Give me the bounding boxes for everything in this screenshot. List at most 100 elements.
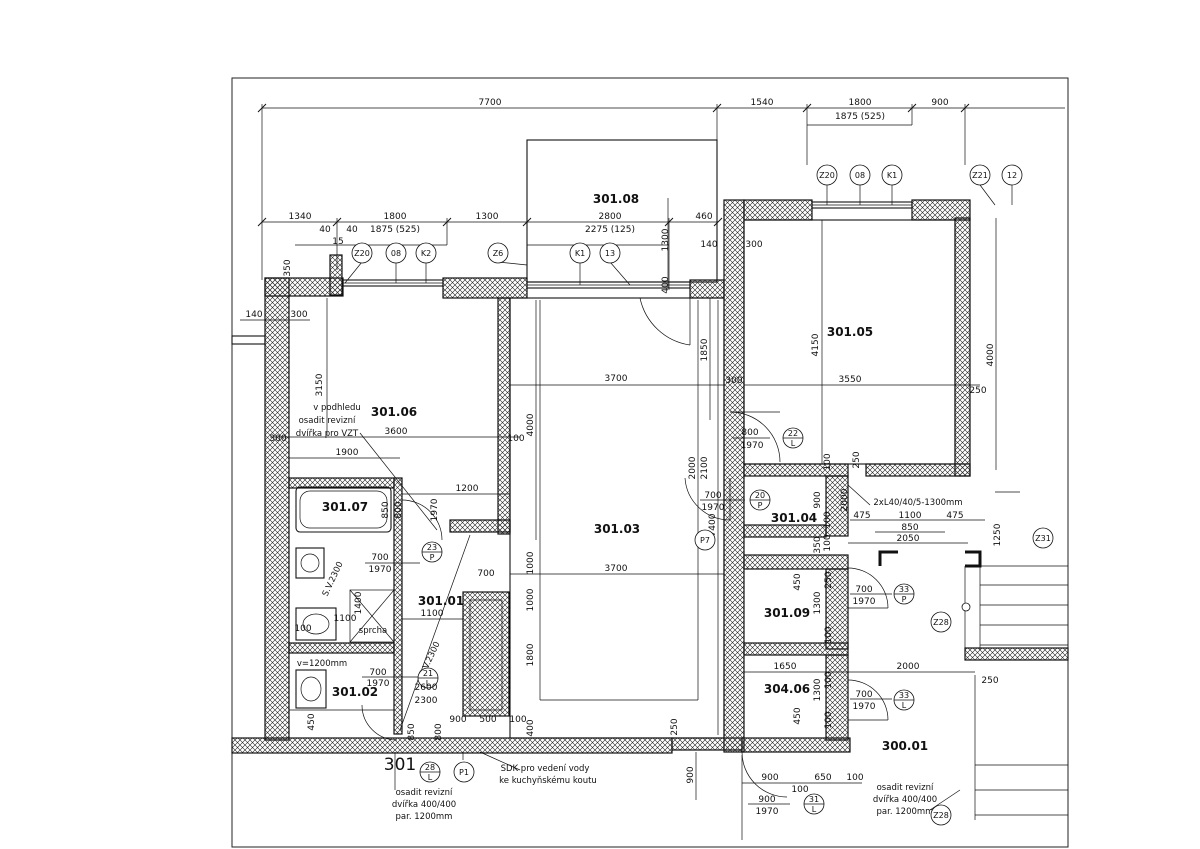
dim-700-d: 700 — [855, 585, 872, 595]
svg-text:P: P — [430, 553, 435, 562]
dim-300-d: 300 — [269, 434, 286, 444]
note-rev1-a: osadit revizní — [396, 788, 453, 798]
svg-text:Z28: Z28 — [933, 618, 949, 627]
dim-2000-b: 2000 — [840, 488, 850, 511]
dim-475-b: 475 — [946, 511, 963, 521]
facade-tags-top — [344, 184, 1013, 286]
dim-2800: 2800 — [599, 212, 622, 222]
svg-text:P1: P1 — [459, 768, 469, 777]
svg-text:Z31: Z31 — [1035, 534, 1051, 543]
toilet-302 — [295, 669, 327, 709]
dim-250-c: 250 — [824, 571, 834, 588]
dim-700-e: 700 — [369, 668, 386, 678]
room-30406: 304.06 — [764, 682, 810, 696]
dim-100-h: 100 — [509, 715, 526, 725]
tag-23: 23P — [421, 541, 443, 563]
room-30103: 301.03 — [594, 522, 640, 536]
tag-k1-balcony: K1 — [569, 242, 591, 264]
svg-text:20: 20 — [755, 491, 765, 500]
svg-text:L: L — [791, 439, 796, 448]
dim-900-f: 900 — [758, 795, 775, 805]
svg-text:L: L — [902, 701, 907, 710]
note-profile: 2xL40/40/5-1300mm — [873, 498, 962, 508]
dim-100-d: 100 — [824, 626, 834, 643]
dim-1970-e: 1970 — [853, 597, 876, 607]
tag-z31: Z31 — [1032, 527, 1054, 549]
svg-text:12: 12 — [1007, 171, 1017, 180]
tag-12: 12 — [1001, 164, 1023, 186]
dim-1970-f: 1970 — [367, 679, 390, 689]
dim-100-g: 100 — [824, 711, 834, 728]
dim-1100-b: 1100 — [334, 614, 357, 624]
dim-900-d: 900 — [761, 773, 778, 783]
svg-text:Z21: Z21 — [972, 171, 988, 180]
tag-08-top: 08 — [849, 164, 871, 186]
walls — [231, 199, 971, 754]
dim-1875-b: 1875 (525) — [370, 225, 420, 235]
note-rev1-c: par. 1200mm — [396, 812, 453, 822]
dim-100-a: 100 — [507, 434, 524, 444]
dim-250-b: 250 — [852, 451, 862, 468]
dim-15: 15 — [332, 237, 343, 247]
tag-21: 21L — [417, 667, 439, 689]
dim-7700: 7700 — [479, 98, 502, 108]
dim-1875: 1875 (525) — [835, 112, 885, 122]
dim-400-a: 400 — [526, 719, 536, 736]
toilet-307 — [295, 607, 337, 641]
dim-475-a: 475 — [853, 511, 870, 521]
dim-1850: 1850 — [700, 338, 710, 361]
dim-1000-b: 1000 — [526, 588, 536, 611]
dim-1540: 1540 — [751, 98, 774, 108]
dim-450-a: 450 — [793, 573, 803, 590]
dim-1970-b: 1970 — [702, 503, 725, 513]
note-rev2-a: osadit revizní — [877, 783, 934, 793]
dim-700-b: 700 — [371, 553, 388, 563]
tag-z21: Z21 — [969, 164, 991, 186]
dim-7400: 7400 — [708, 513, 718, 536]
note-rev2-b: dvířka 400/400 — [873, 795, 937, 805]
dim-2000-c: 2000 — [897, 662, 920, 672]
svg-text:08: 08 — [391, 249, 401, 258]
room-30109: 301.09 — [764, 606, 810, 620]
svg-text:P7: P7 — [700, 536, 710, 545]
dim-140-a: 140 — [700, 240, 717, 250]
dim-850-a: 850 — [901, 523, 918, 533]
tag-k1-top: K1 — [881, 164, 903, 186]
dim-140-b: 140 — [245, 310, 262, 320]
balcony-outline — [526, 139, 718, 283]
dim-1800-c: 1800 — [526, 643, 536, 666]
svg-text:L: L — [812, 805, 817, 814]
dim-800-a: 800 — [741, 428, 758, 438]
dim-900-b: 900 — [813, 491, 823, 508]
tag-20: 20P — [749, 489, 771, 511]
dim-500: 500 — [479, 715, 496, 725]
dim-700-c: 700 — [477, 569, 494, 579]
note-v1200: v=1200mm — [297, 659, 347, 669]
dim-350: 350 — [283, 259, 293, 276]
svg-text:K2: K2 — [421, 249, 431, 258]
bathtub — [295, 486, 392, 533]
svg-text:Z6: Z6 — [493, 249, 504, 258]
room-301: 301 — [384, 755, 416, 775]
dim-2000-a: 2000 — [688, 456, 698, 479]
svg-text:K1: K1 — [887, 171, 897, 180]
note-podhled-2: osadit revizní — [299, 416, 356, 426]
tag-z6: Z6 — [487, 242, 509, 264]
svg-text:13: 13 — [605, 249, 615, 258]
dim-1250: 1250 — [993, 523, 1003, 546]
dim-100-f: 100 — [824, 671, 834, 688]
dim-4000-v: 4000 — [526, 413, 536, 436]
note-sdk-2: ke kuchyňskému koutu — [499, 775, 597, 786]
room-30107: 301.07 — [322, 500, 368, 514]
dim-100-c: 100 — [823, 511, 833, 528]
dim-900-c: 900 — [449, 715, 466, 725]
room-30105-outline — [743, 219, 956, 465]
note-rev1-b: dvířka 400/400 — [392, 800, 456, 810]
shower — [349, 589, 395, 643]
dim-1970-g: 1970 — [853, 702, 876, 712]
tag-31: 31L — [803, 793, 825, 815]
dim-2050: 2050 — [897, 534, 920, 544]
note-rev2-c: par. 1200mm — [877, 807, 934, 817]
dim-1970-d: 1970 — [369, 565, 392, 575]
stair-right — [961, 565, 1069, 820]
